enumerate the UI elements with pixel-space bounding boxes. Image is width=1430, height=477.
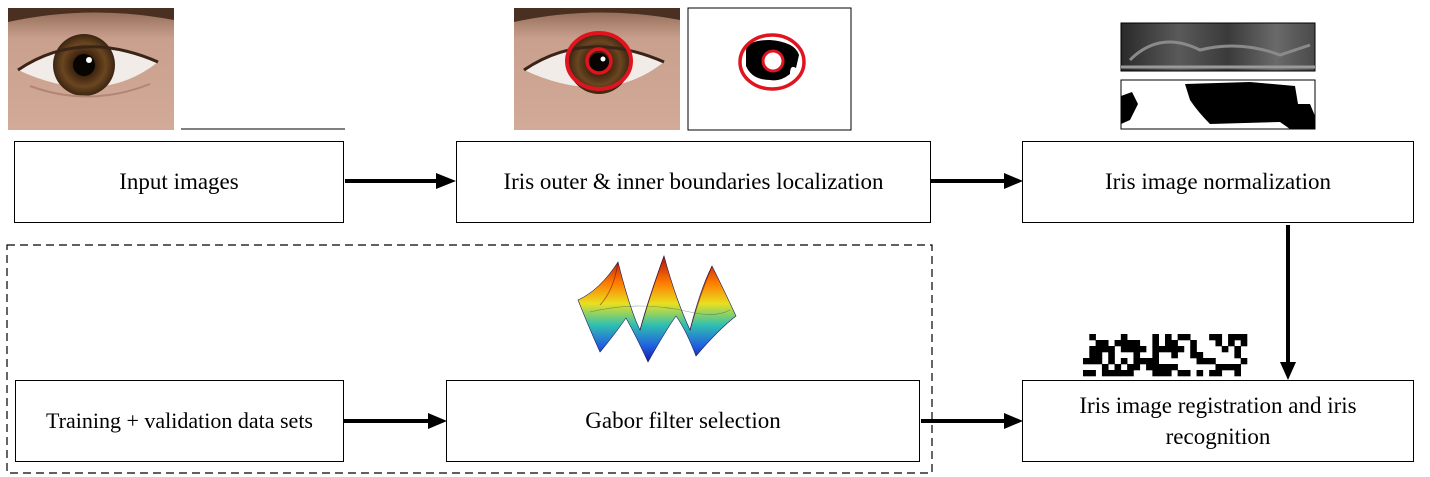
node-gabor-selection: Gabor filter selection [446,380,920,462]
edge-normalization-to-recognition [1280,225,1296,380]
training-stage-region [6,244,933,474]
node-normalization-label: Iris image normalization [1104,169,1332,195]
iris-code-pattern [1083,334,1248,377]
node-training-data: Training + validation data sets [15,380,344,462]
edge-localization-to-normalization [931,173,1023,189]
segmented-iris-mask [687,7,852,131]
eye-photo-with-boundaries [514,8,680,130]
node-training-data-label: Training + validation data sets [45,408,313,434]
gabor-surface-plot [577,255,737,363]
eye-photo [8,8,174,130]
node-localization: Iris outer & inner boundaries localizati… [456,141,931,223]
node-gabor-selection-label: Gabor filter selection [585,408,781,434]
node-registration-recognition-label: Iris image registration and iris recogni… [1079,392,1357,449]
edge-input-to-localization [345,173,456,189]
edge-training-to-gabor [344,413,447,429]
normalized-mask-strip [1120,79,1316,130]
node-normalization: Iris image normalization [1022,141,1414,223]
normalized-iris-strip [1120,22,1316,72]
node-localization-label: Iris outer & inner boundaries localizati… [503,169,884,195]
node-input-images: Input images [14,141,344,223]
node-input-images-label: Input images [119,169,239,195]
node-registration-recognition: Iris image registration and iris recogni… [1022,380,1414,462]
edge-gabor-to-recognition [921,413,1023,429]
